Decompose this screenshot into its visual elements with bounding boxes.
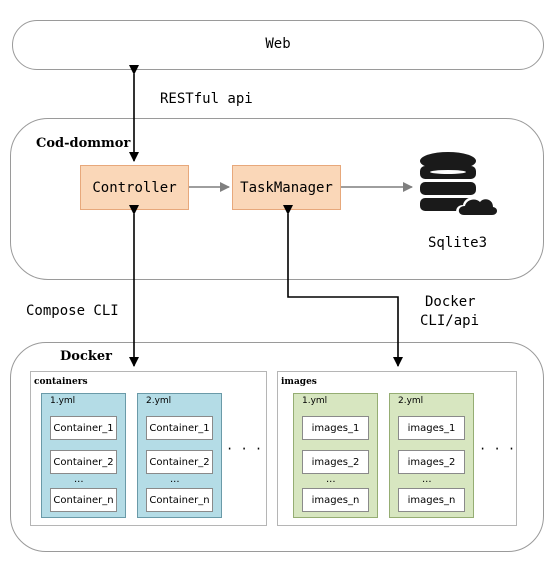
container-2-1: Container_1 (146, 416, 213, 440)
database-cloud-icon (418, 150, 502, 222)
containers-title: containers (34, 377, 88, 387)
container-1-dots: ... (74, 474, 84, 485)
container-1-2: Container_2 (50, 450, 117, 474)
image-2-dots: ... (422, 474, 432, 485)
container-1-n: Container_n (50, 488, 117, 512)
taskmanager-images-arrow (283, 205, 403, 367)
docker-cli-label-line2: CLI/api (420, 313, 480, 329)
web-label: Web (265, 36, 291, 52)
image-group-1-yml: 1.yml (302, 396, 328, 406)
container-2-n: Container_n (146, 488, 213, 512)
images-ellipsis: · · · (479, 442, 516, 456)
controller-label: Controller (92, 179, 177, 196)
taskmanager-box: TaskManager (232, 165, 341, 210)
container-group-2-yml: 2.yml (146, 396, 172, 406)
cod-dommor-title: Cod-dommor (36, 136, 131, 151)
container-group-1-yml: 1.yml (50, 396, 76, 406)
image-2-n: images_n (398, 488, 465, 512)
image-1-n: images_n (302, 488, 369, 512)
sqlite-label: Sqlite3 (428, 235, 488, 251)
containers-ellipsis: · · · (226, 442, 263, 456)
container-1-1: Container_1 (50, 416, 117, 440)
image-1-2: images_2 (302, 450, 369, 474)
container-2-2: Container_2 (146, 450, 213, 474)
docker-title: Docker (60, 349, 112, 364)
images-title: images (281, 377, 317, 387)
image-group-2-yml: 2.yml (398, 396, 424, 406)
taskmanager-label: TaskManager (240, 179, 333, 196)
web-band (12, 20, 544, 70)
container-2-dots: ... (170, 474, 180, 485)
image-1-1: images_1 (302, 416, 369, 440)
compose-cli-label: Compose CLI (26, 303, 119, 319)
docker-cli-label-line1: Docker (425, 294, 476, 310)
image-2-2: images_2 (398, 450, 465, 474)
image-2-1: images_1 (398, 416, 465, 440)
restful-api-label: RESTful api (160, 91, 253, 107)
image-1-dots: ... (326, 474, 336, 485)
